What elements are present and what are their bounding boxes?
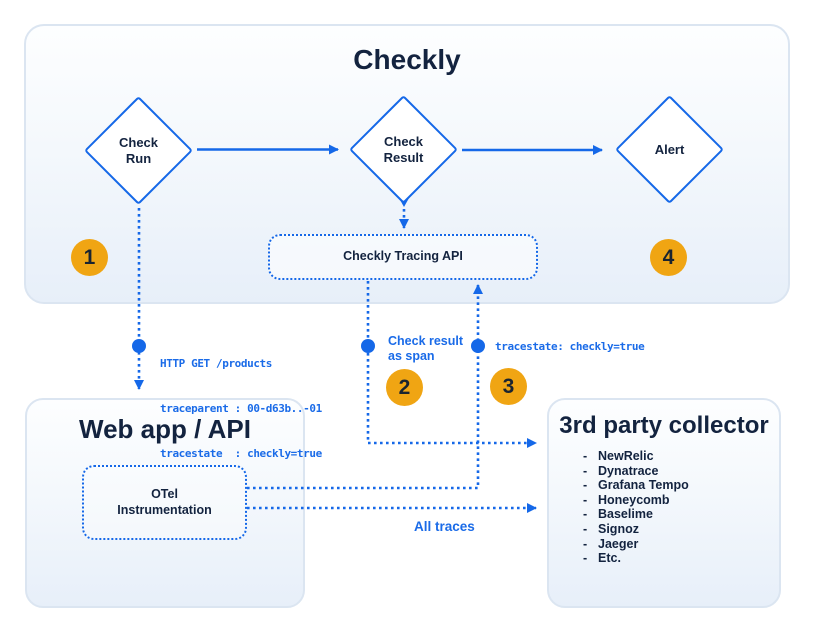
tracing-api-box: Checkly Tracing API — [268, 234, 538, 280]
list-item: Baselime — [583, 507, 689, 522]
list-item: Honeycomb — [583, 493, 689, 508]
tracestate-label: tracestate: checkly=true — [495, 340, 645, 353]
dot-check-result-span — [361, 339, 375, 353]
http-request-code: HTTP GET /products traceparent : 00-d63b… — [160, 326, 322, 491]
node-check-result-label: Check Result — [383, 133, 424, 165]
list-item: Grafana Tempo — [583, 478, 689, 493]
dot-tracestate — [471, 339, 485, 353]
tracing-api-label: Checkly Tracing API — [343, 249, 463, 264]
step-badge-2: 2 — [386, 369, 423, 406]
list-item: NewRelic — [583, 449, 689, 464]
step-badge-1: 1 — [71, 239, 108, 276]
collector-vendor-list: NewRelic Dynatrace Grafana Tempo Honeyco… — [583, 449, 689, 566]
step-badge-3: 3 — [490, 368, 527, 405]
all-traces-label: All traces — [414, 519, 475, 534]
list-item: Signoz — [583, 522, 689, 537]
step-badge-4: 4 — [650, 239, 687, 276]
list-item: Etc. — [583, 551, 689, 566]
http-request-line-3: tracestate : checkly=true — [160, 447, 322, 460]
http-request-line-1: HTTP GET /products — [160, 357, 273, 370]
list-item: Jaeger — [583, 537, 689, 552]
list-item: Dynatrace — [583, 464, 689, 479]
otel-instrumentation-box: OTel Instrumentation — [82, 465, 247, 540]
collector-title: 3rd party collector — [559, 412, 769, 439]
web-app-title: Web app / API — [79, 414, 251, 444]
http-request-line-2: traceparent : 00-d63b..-01 — [160, 402, 322, 415]
dot-http-request — [132, 339, 146, 353]
checkly-title: Checkly — [353, 44, 461, 75]
otel-instrumentation-label: OTel Instrumentation — [117, 486, 212, 517]
node-check-run-label: Check Run — [118, 134, 159, 166]
node-alert-label: Alert — [654, 141, 685, 157]
check-result-as-span-label: Check result as span — [388, 334, 464, 363]
